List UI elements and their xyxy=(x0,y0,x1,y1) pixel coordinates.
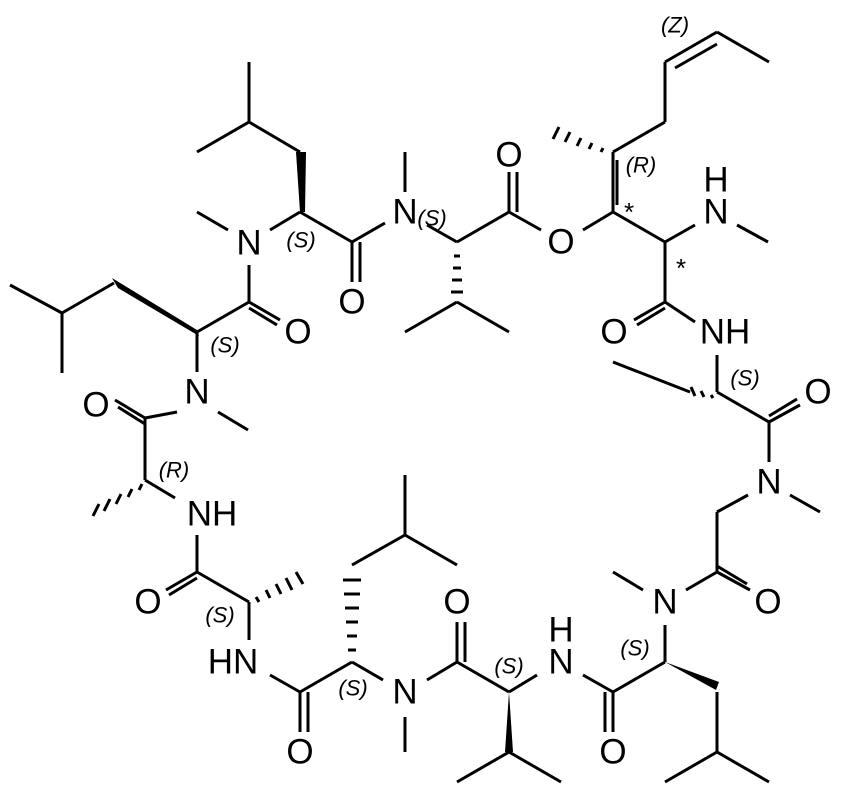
atom-o: O xyxy=(443,583,470,622)
stereo-s: (S) xyxy=(620,636,649,661)
atom-n: N xyxy=(703,193,728,232)
atom-o: O xyxy=(600,313,627,352)
atom-o: O xyxy=(495,136,522,175)
stereo-labels: (S) (S) (S) (R) (S) (S) (S) (S) (S) (R) … xyxy=(159,13,760,701)
stereo-s: (S) xyxy=(205,603,234,628)
stereo-star: * xyxy=(676,253,686,283)
atom-o: O xyxy=(338,283,365,322)
atom-o: O xyxy=(547,223,574,262)
residue-sar xyxy=(685,493,821,592)
stereo-s: (S) xyxy=(730,366,759,391)
residue-val-bottom xyxy=(426,622,562,784)
atom-hn: HN xyxy=(208,643,259,682)
atom-o: O xyxy=(82,386,109,425)
atom-o: O xyxy=(284,313,311,352)
atom-n: N xyxy=(392,193,417,232)
residue-meleu-bottom-right xyxy=(582,570,770,784)
stereo-s: (S) xyxy=(417,206,446,231)
residue-val-top xyxy=(404,172,542,334)
atom-o: O xyxy=(134,583,161,622)
atom-nh: NH xyxy=(187,495,238,534)
atom-labels: N N O O N O NH O HN O N O N H O N O N O … xyxy=(82,136,831,772)
atom-n: N xyxy=(392,673,417,712)
atom-h: H xyxy=(703,161,728,200)
residue-d-ala xyxy=(91,398,178,517)
residue-ala xyxy=(165,535,305,640)
stereo-s: (S) xyxy=(494,654,523,679)
residue-meleu-top xyxy=(196,62,407,302)
atom-n: N xyxy=(548,643,573,682)
atom-o: O xyxy=(754,583,781,622)
atom-n: N xyxy=(236,224,261,263)
residue-meleu-left xyxy=(9,278,281,432)
atom-nh: NH xyxy=(700,313,751,352)
atom-h: H xyxy=(548,611,573,650)
residue-meleu-bottom xyxy=(269,475,458,752)
atom-n: N xyxy=(756,463,781,502)
residue-abu xyxy=(612,355,801,462)
residue-mebmt xyxy=(551,30,770,327)
stereo-z: (Z) xyxy=(661,13,689,38)
stereo-s: (S) xyxy=(210,333,239,358)
atom-n: N xyxy=(652,583,677,622)
atom-n: N xyxy=(184,373,209,412)
atom-o: O xyxy=(286,733,313,772)
stereo-r: (R) xyxy=(159,458,190,483)
stereo-r: (R) xyxy=(626,153,657,178)
stereo-star: * xyxy=(624,197,634,227)
stereo-s: (S) xyxy=(338,676,367,701)
atom-o: O xyxy=(599,733,626,772)
stereo-s: (S) xyxy=(286,228,315,253)
atom-o: O xyxy=(804,373,831,412)
